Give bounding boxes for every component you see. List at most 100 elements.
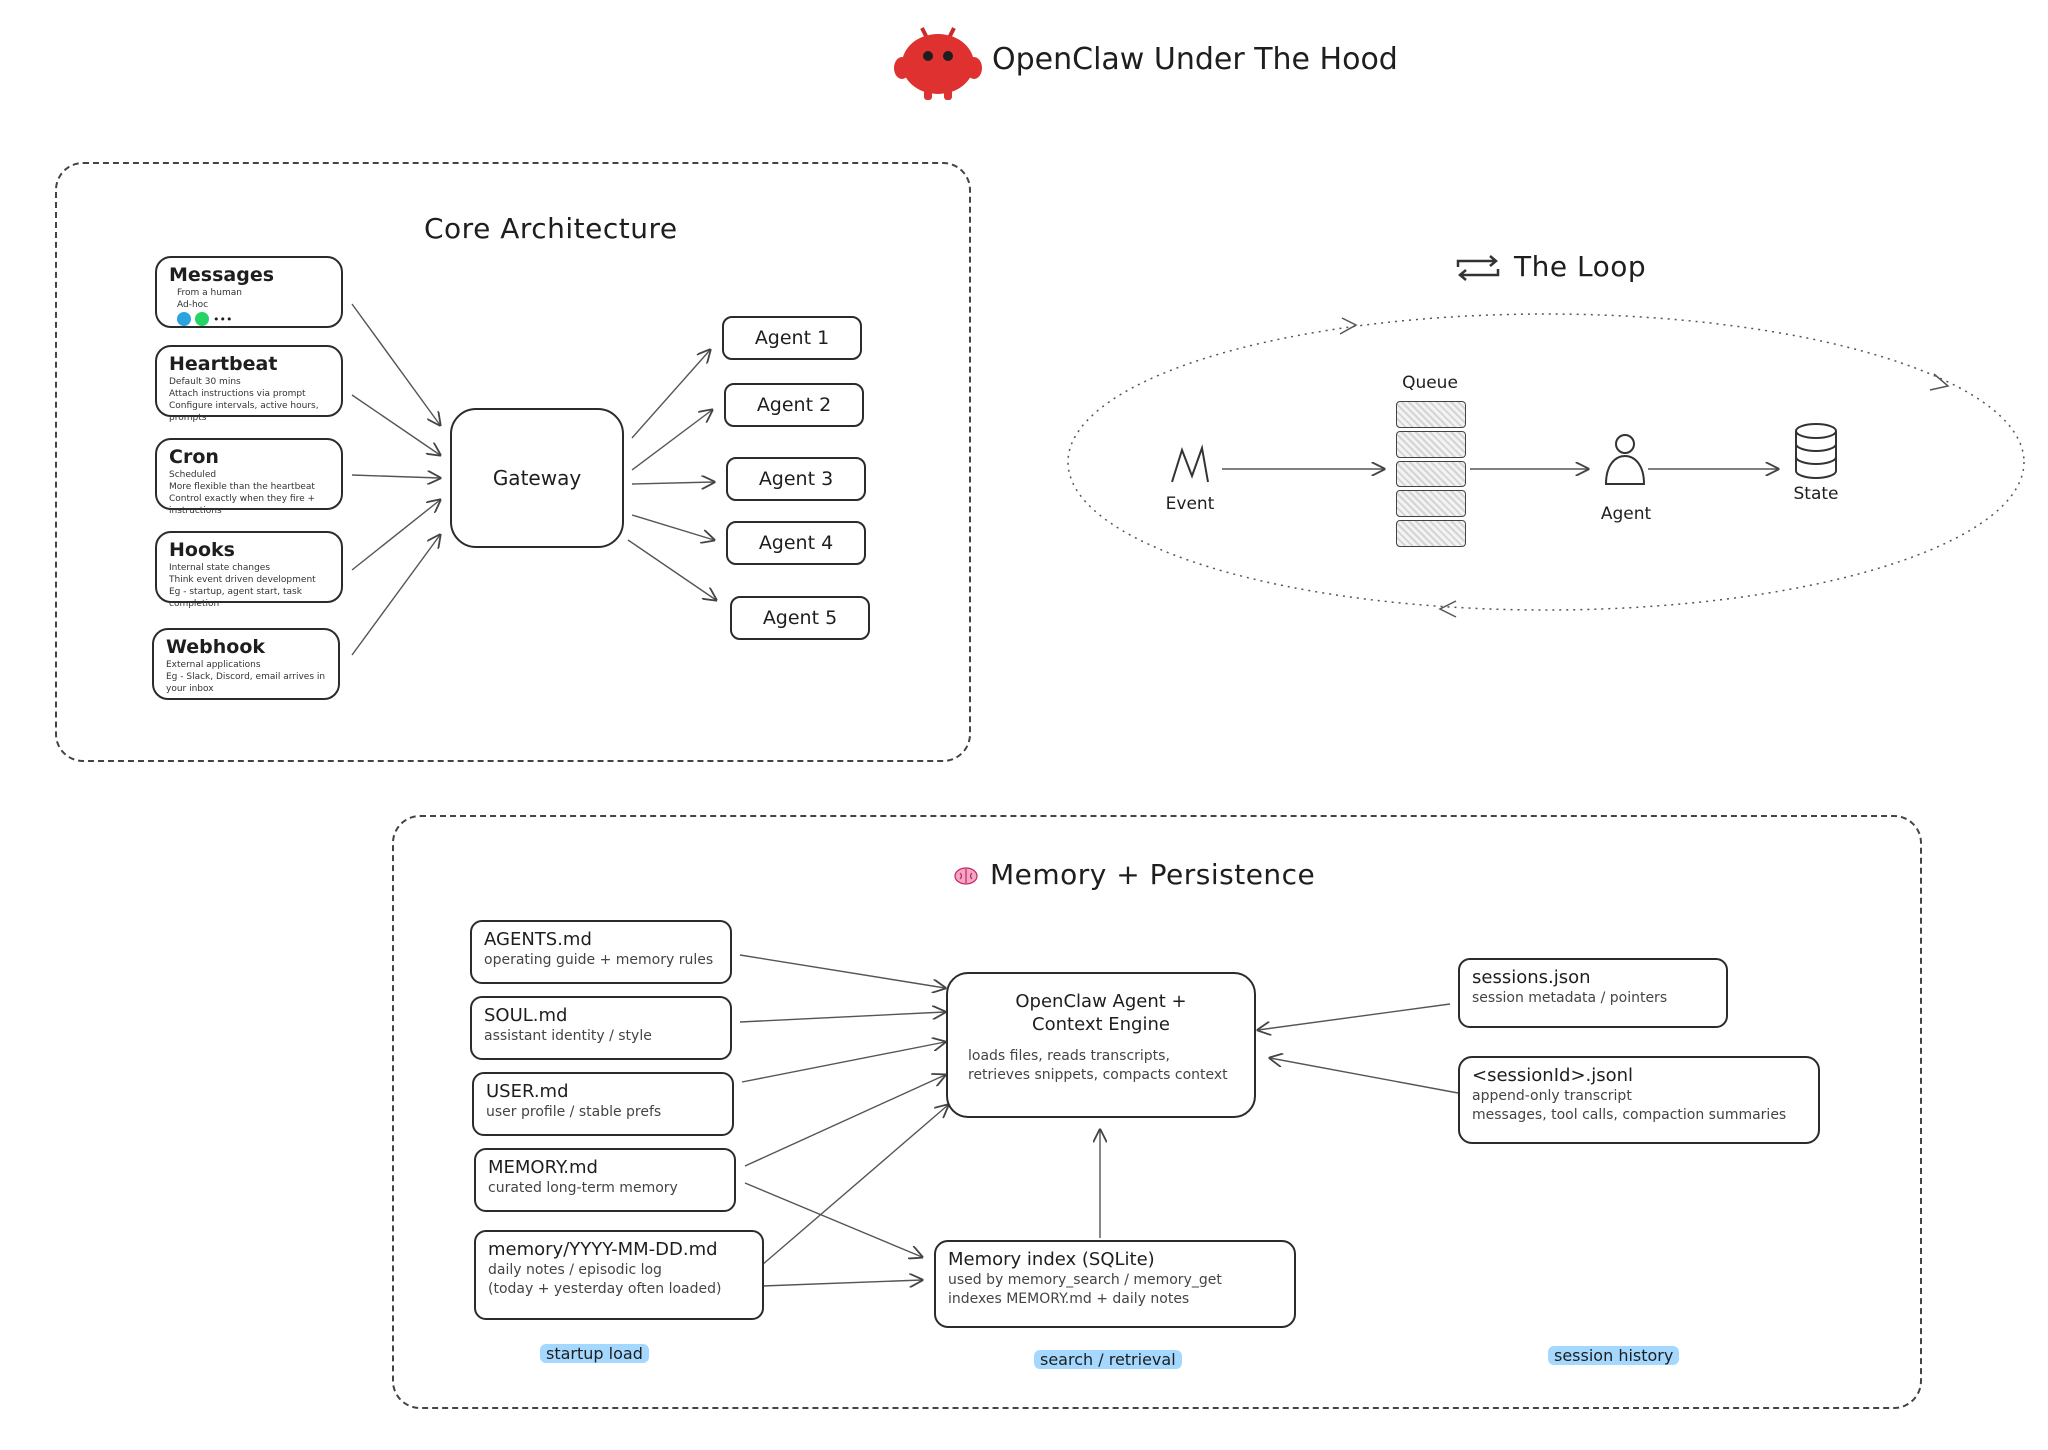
sessions-json-desc: session metadata / pointers: [1472, 990, 1668, 1007]
arrow-memorymd-engine: [744, 1075, 945, 1167]
agent-user-icon: [1600, 428, 1650, 490]
state-label: State: [1793, 484, 1839, 504]
agent-5-box: Agent 5: [730, 596, 870, 640]
queue-stack: [1396, 401, 1466, 547]
agents-md-title: AGENTS.md: [484, 929, 592, 950]
context-engine-desc: loads files, reads transcripts,: [968, 1047, 1170, 1064]
agent-3-box: Agent 3: [726, 457, 866, 501]
webhook-box: Webhook External applications Eg - Slack…: [152, 628, 340, 700]
arrow-gateway-agent1: [631, 350, 710, 439]
user-md-box: USER.md user profile / stable prefs: [472, 1072, 734, 1136]
messages-title: Messages: [169, 264, 275, 286]
cron-box: Cron Scheduled More flexible than the he…: [155, 438, 343, 516]
hooks-line: Internal state changes: [169, 562, 271, 573]
soul-md-desc: assistant identity / style: [484, 1028, 652, 1045]
context-engine-title: OpenClaw Agent +: [1015, 991, 1187, 1012]
memory-md-title: MEMORY.md: [488, 1157, 598, 1178]
agents-md-desc: operating guide + memory rules: [484, 952, 714, 969]
user-md-desc: user profile / stable prefs: [486, 1104, 662, 1121]
memory-md-box: MEMORY.md curated long-term memory: [474, 1148, 736, 1212]
queue-cell: [1396, 490, 1466, 518]
cron-line: Control exactly when they fire + instruc…: [169, 494, 316, 517]
event-label: Event: [1165, 494, 1215, 514]
loop-agent-label: Agent: [1600, 504, 1652, 524]
loop-ellipse: [1067, 313, 2025, 611]
arrow-gateway-agent5: [627, 539, 716, 600]
hooks-line: Eg - startup, agent start, task completi…: [169, 587, 302, 610]
queue-cell: [1396, 460, 1466, 488]
queue-label: Queue: [1402, 373, 1458, 393]
messages-line: Ad-hoc: [177, 299, 209, 310]
heartbeat-line: Configure intervals, active hours, promp…: [169, 401, 319, 424]
memory-index-desc: indexes MEMORY.md + daily notes: [948, 1291, 1190, 1308]
agent-2-box: Agent 2: [724, 383, 864, 427]
arrow-heartbeat-gateway: [351, 394, 440, 455]
arrow-gateway-agent4: [631, 514, 714, 540]
memory-md-desc: curated long-term memory: [488, 1180, 678, 1197]
webhook-title: Webhook: [166, 636, 266, 658]
context-engine-desc: retrieves snippets, compacts context: [968, 1066, 1228, 1083]
context-engine-title: Context Engine: [1032, 1014, 1170, 1036]
soul-md-box: SOUL.md assistant identity / style: [470, 996, 732, 1060]
webhook-line: External applications: [166, 659, 261, 670]
cron-title: Cron: [169, 446, 219, 468]
arrow-agentsmd-engine: [739, 954, 945, 988]
arrow-daily-index: [761, 1280, 922, 1286]
search-retrieval-label: search / retrieval: [1034, 1350, 1182, 1369]
queue-cell: [1396, 520, 1466, 547]
session-transcript-box: <sessionId>.jsonl append-only transcript…: [1458, 1056, 1820, 1144]
heartbeat-box: Heartbeat Default 30 mins Attach instruc…: [155, 345, 343, 423]
arrow-cron-gateway: [351, 475, 440, 478]
session-transcript-desc: append-only transcript: [1472, 1088, 1632, 1105]
gateway-label: Gateway: [492, 466, 582, 490]
arrow-webhook-gateway: [351, 535, 440, 656]
hooks-title: Hooks: [169, 539, 235, 561]
memory-index-box: Memory index (SQLite) used by memory_sea…: [934, 1240, 1296, 1328]
telegram-icon: [177, 312, 191, 327]
arrow-gateway-agent3: [631, 482, 714, 484]
logo: [892, 18, 984, 102]
queue-cell: [1396, 401, 1466, 428]
daily-notes-desc: daily notes / episodic log: [488, 1262, 662, 1279]
message-channel-icons: •••: [169, 312, 329, 327]
hooks-box: Hooks Internal state changes Think event…: [155, 531, 343, 609]
memory-title: Memory + Persistence: [990, 858, 1316, 891]
loop-arrowhead-bottom: [1438, 600, 1457, 618]
loop-arrowhead-top-left: [1339, 317, 1358, 335]
agent-4-box: Agent 4: [726, 521, 866, 565]
memory-frame: [392, 815, 1922, 1409]
session-history-text: session history: [1548, 1346, 1680, 1365]
session-transcript-title: <sessionId>.jsonl: [1472, 1065, 1634, 1086]
sessions-json-box: sessions.json session metadata / pointer…: [1458, 958, 1728, 1028]
heartbeat-line: Attach instructions via prompt: [169, 388, 306, 399]
agent-1-box: Agent 1: [722, 316, 862, 360]
heartbeat-line: Default 30 mins: [169, 376, 241, 387]
cron-line: Scheduled: [169, 469, 217, 480]
arrow-messages-gateway: [351, 303, 440, 425]
core-architecture-title: Core Architecture: [424, 212, 678, 245]
whatsapp-icon: [195, 312, 209, 327]
messages-box: Messages From a human Ad-hoc •••: [155, 256, 343, 328]
gateway-box: Gateway: [450, 408, 624, 548]
soul-md-title: SOUL.md: [484, 1005, 568, 1026]
loop-icon: [1452, 253, 1504, 283]
loop-arrowhead-top-right: [1929, 373, 1950, 391]
arrow-transcript-engine: [1270, 1058, 1459, 1094]
arrow-soulmd-engine: [739, 1012, 945, 1023]
arrow-daily-engine: [761, 1105, 948, 1266]
brain-icon: [954, 866, 978, 886]
daily-notes-box: memory/YYYY-MM-DD.md daily notes / episo…: [474, 1230, 764, 1320]
daily-notes-desc: (today + yesterday often loaded): [488, 1281, 722, 1298]
daily-notes-title: memory/YYYY-MM-DD.md: [488, 1239, 718, 1260]
more-icon: •••: [213, 312, 233, 326]
arrow-hooks-gateway: [351, 500, 440, 571]
arrow-usermd-engine: [741, 1042, 945, 1083]
memory-index-title: Memory index (SQLite): [948, 1249, 1155, 1270]
loop-title: The Loop: [1514, 250, 1647, 283]
sessions-json-title: sessions.json: [1472, 967, 1591, 988]
search-retrieval-text: search / retrieval: [1034, 1350, 1182, 1369]
arrow-memorymd-index: [744, 1182, 922, 1257]
cron-line: More flexible than the heartbeat: [169, 481, 315, 492]
arrow-sessions-engine: [1258, 1003, 1451, 1030]
